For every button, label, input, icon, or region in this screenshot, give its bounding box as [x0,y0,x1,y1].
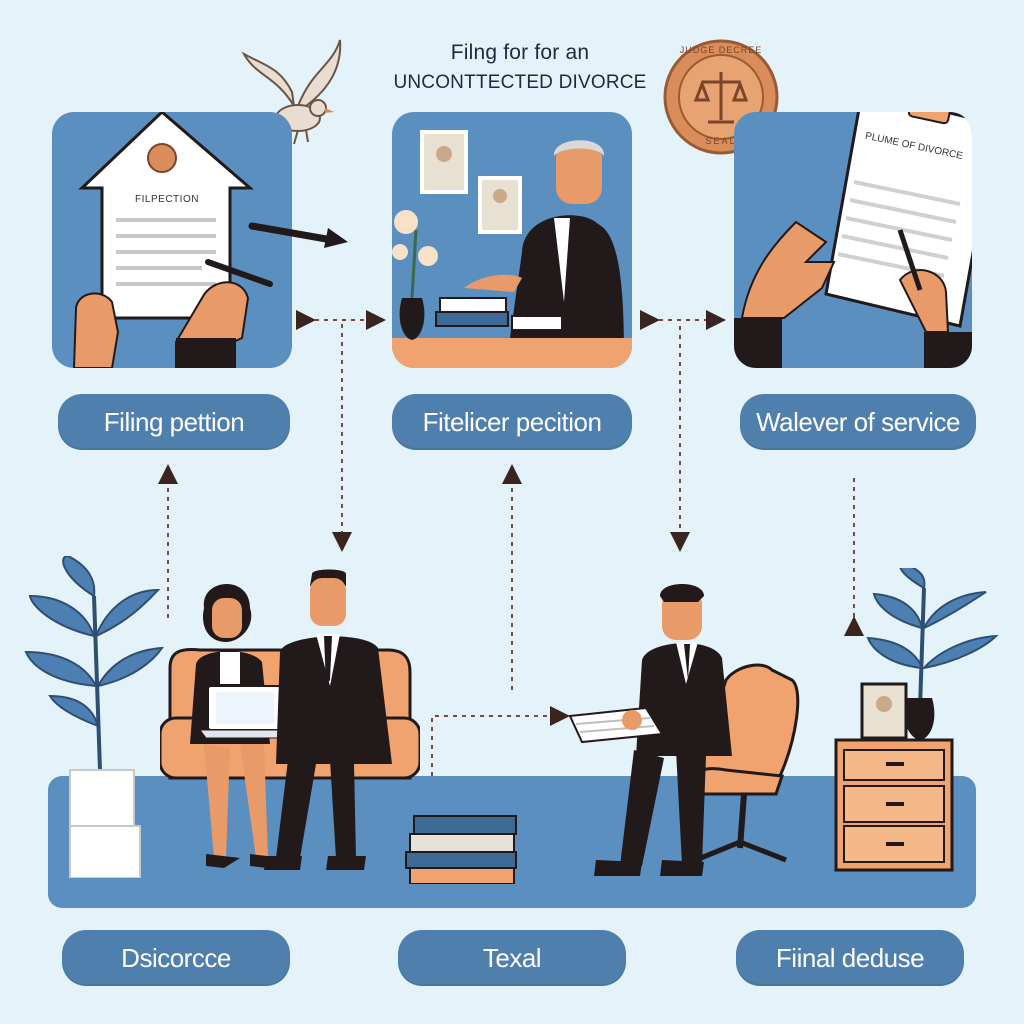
step-label-filing-petition: Filing pettion [58,394,290,450]
book-stack-icon [435,297,563,331]
step-label-texal: Texal [398,930,626,986]
vase-flower-icon [392,210,438,340]
step-label-final-decree: Fiinal deduse [736,930,964,986]
panel-filed-petition [392,112,632,368]
title-line-1: Filng for for an [450,41,590,64]
panel-filing-petition: FILPECTION [52,112,292,368]
cabinet-with-plant [834,568,999,872]
seal-text-bottom: SEAL [705,136,737,146]
step-label-filed-petition: Fitelicer pecition [392,394,632,450]
couple-on-sofa [160,569,420,870]
picture-frame-icon [860,682,908,740]
seal-text-top: JUDGE DECREE [679,45,763,55]
panel-waiver-of-service: PLUME OF DIVORCE [734,112,972,368]
house-doc-heading: FILPECTION [135,194,199,205]
title-line-2: UNCONTTECTED DIVORCE [393,72,647,93]
step-label-divorce: Dsicorcce [62,930,290,986]
arrow-icon [248,222,348,248]
plant-icon [866,568,999,740]
clipboard-icon [824,112,972,328]
scales-icon [693,72,749,124]
laptop-icon [199,685,291,739]
man-signing-papers [568,584,800,876]
pen-icon [205,259,273,287]
step-label-waiver-of-service: Walever of service [740,394,976,450]
plant-icon [24,556,164,878]
picture-frame-icon [420,130,522,234]
book-stack-icon [405,815,517,884]
diagram-title: Filng for for an UNCONTTECTED DIVORCE [370,38,670,98]
